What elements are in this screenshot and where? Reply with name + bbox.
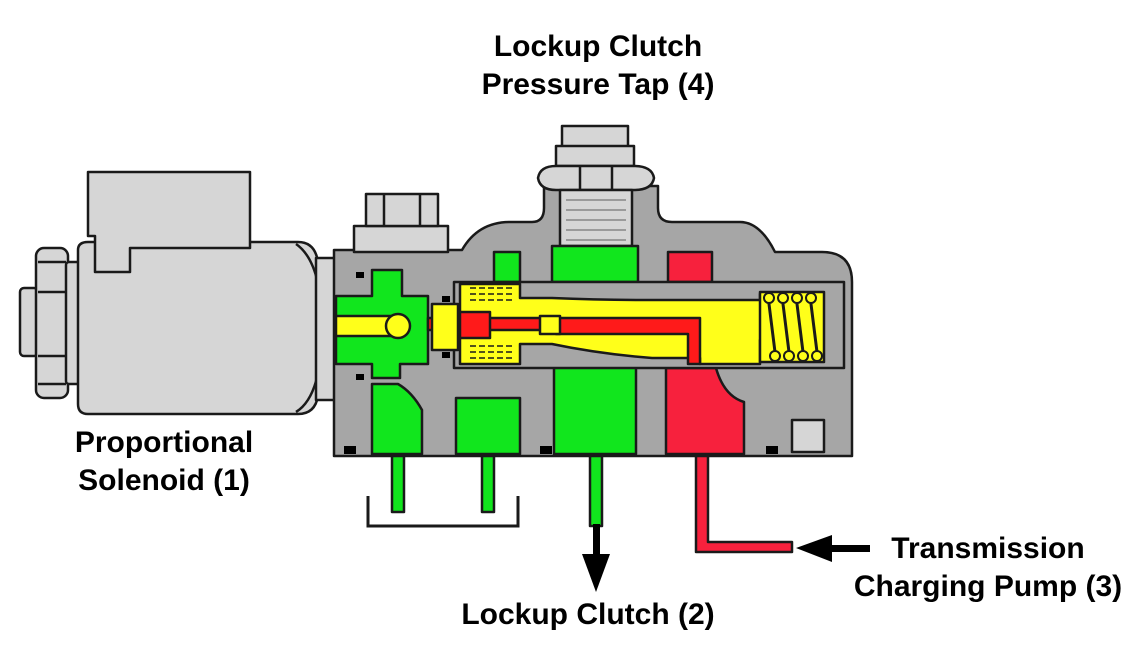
pressure-tap-label-line1: Lockup Clutch [493, 30, 703, 63]
charging-pump-passages [664, 250, 794, 554]
solenoid-plunger [334, 302, 460, 352]
pilot-passage [426, 310, 702, 366]
lockup-clutch-arrow [582, 524, 610, 592]
charging-pump-arrow [796, 535, 870, 562]
pressure-tap-label: Lockup Clutch Pressure Tap (4) [458, 28, 738, 104]
solenoid-label-line1: Proportional [74, 426, 254, 459]
solenoid-label-line2: Solenoid (1) [78, 464, 250, 497]
solenoid-label: Proportional Solenoid (1) [44, 424, 284, 500]
spool-assembly [452, 280, 846, 370]
seals [344, 272, 778, 454]
pressure-tap-fitting [536, 124, 656, 248]
charging-pump-label-line1: Transmission [891, 532, 1085, 565]
proportional-solenoid [18, 170, 340, 416]
lockup-clutch-label-line1: Lockup Clutch (2) [461, 598, 715, 631]
end-plug [790, 418, 826, 454]
lockup-clutch-label: Lockup Clutch (2) [438, 596, 738, 634]
charging-pump-label-line2: Charging Pump (3) [853, 570, 1123, 603]
charging-pump-label: Transmission Charging Pump (3) [838, 530, 1138, 606]
pressure-tap-label-line2: Pressure Tap (4) [481, 68, 715, 101]
lockup-clutch-passages [334, 244, 640, 528]
